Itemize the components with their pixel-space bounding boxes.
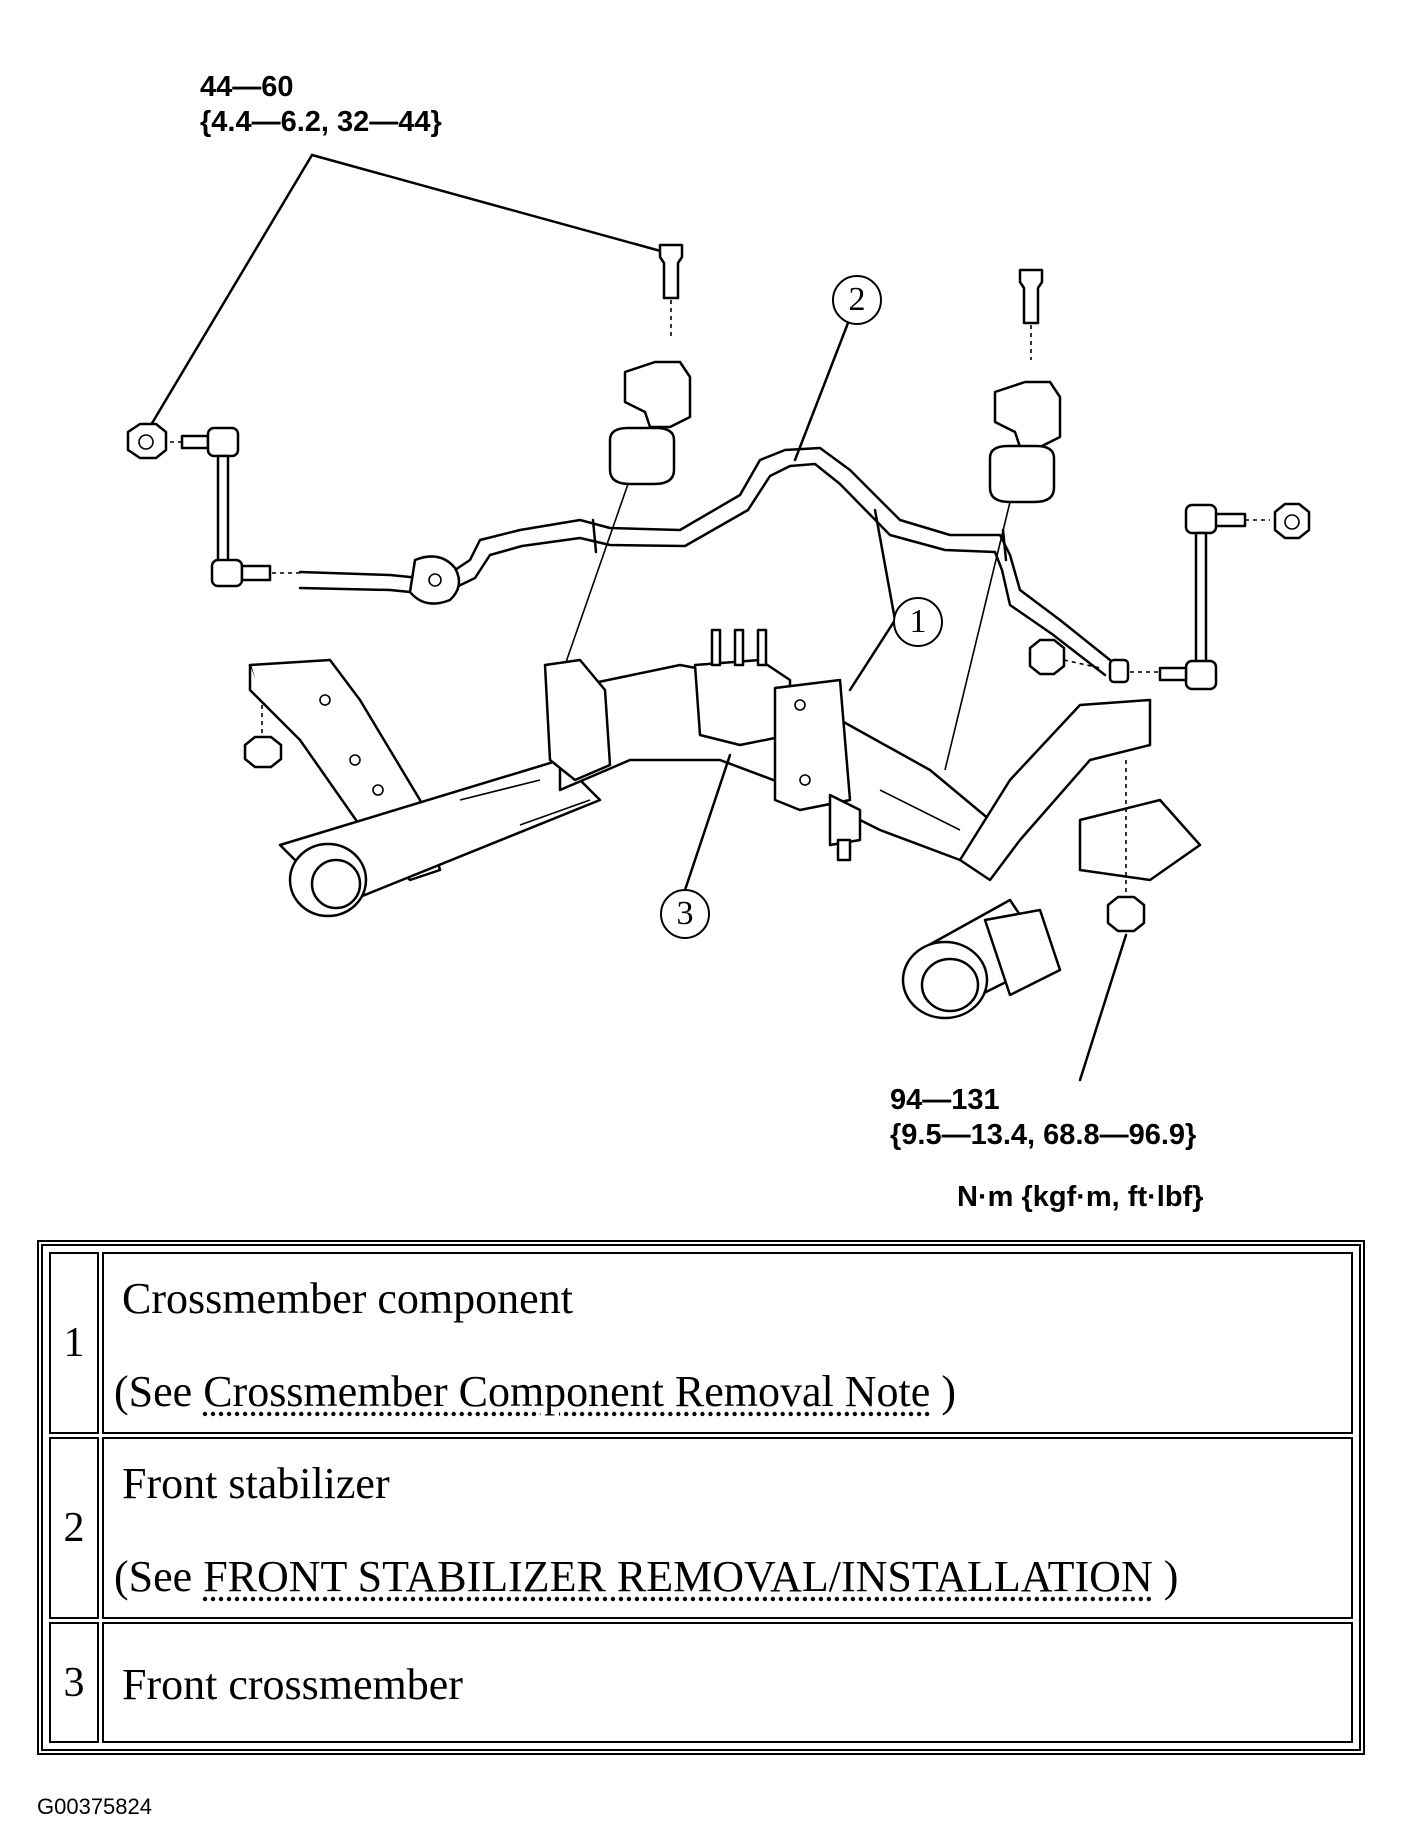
crossmember-component-removal-note-link[interactable]: Crossmember Component Removal Note — [203, 1367, 931, 1416]
parts-legend-table: 1 Crossmember component (See Crossmember… — [46, 1249, 1356, 1746]
parts-legend: 1 Crossmember component (See Crossmember… — [37, 1240, 1365, 1755]
legend-row-3-description: Front crossmember — [102, 1622, 1353, 1743]
upper-torque-value: 44—60 — [200, 71, 294, 103]
legend-row-2-description: Front stabilizer (See FRONT STABILIZER R… — [102, 1437, 1353, 1619]
legend-row-2-number: 2 — [49, 1437, 99, 1619]
legend-row-2: 2 Front stabilizer (See FRONT STABILIZER… — [49, 1437, 1353, 1619]
legend-row-3: 3 Front crossmember — [49, 1622, 1353, 1743]
torque-units: N·m {kgf·m, ft·lbf} — [957, 1181, 1204, 1213]
right-stabilizer-link — [1028, 502, 1311, 691]
legend-row-1-description: Crossmember component (See Crossmember C… — [102, 1252, 1353, 1434]
legend-row-3-number: 3 — [49, 1622, 99, 1743]
legend-row-1: 1 Crossmember component (See Crossmember… — [49, 1252, 1353, 1434]
lower-torque-converted: {9.5—13.4, 68.8—96.9} — [890, 1119, 1197, 1151]
left-bushing-bracket — [564, 243, 692, 666]
legend-row-1-reference: (See Crossmember Component Removal Note … — [114, 1367, 956, 1416]
front-crossmember — [243, 628, 1202, 1020]
callout-1: 1 — [893, 597, 943, 647]
upper-torque-converted: {4.4—6.2, 32—44} — [200, 106, 442, 138]
legend-row-3-name: Front crossmember — [122, 1660, 463, 1709]
legend-row-1-number: 1 — [49, 1252, 99, 1434]
legend-row-2-reference: (See FRONT STABILIZER REMOVAL/INSTALLATI… — [114, 1552, 1179, 1601]
callout-2: 2 — [832, 275, 882, 325]
callout-3: 3 — [660, 889, 710, 939]
legend-row-2-name: Front stabilizer — [122, 1459, 390, 1508]
legend-row-1-name: Crossmember component — [122, 1274, 573, 1323]
lower-torque-spec: 94—131 {9.5—13.4, 68.8—96.9} — [890, 1083, 1196, 1153]
upper-torque-spec: 44—60 {4.4—6.2, 32—44} — [200, 70, 442, 140]
right-bushing-bracket — [944, 268, 1062, 771]
front-stabilizer-bar — [298, 446, 1112, 677]
front-stabilizer-removal-installation-link[interactable]: FRONT STABILIZER REMOVAL/INSTALLATION — [203, 1552, 1153, 1601]
crossmember-stabilizer-diagram — [126, 153, 1311, 1082]
callout-leaders — [683, 308, 1128, 1082]
figure-id: G00375824 — [37, 1794, 152, 1819]
lower-torque-value: 94—131 — [890, 1084, 1000, 1116]
left-stabilizer-link — [126, 422, 300, 588]
upper-torque-leaders — [143, 153, 677, 437]
